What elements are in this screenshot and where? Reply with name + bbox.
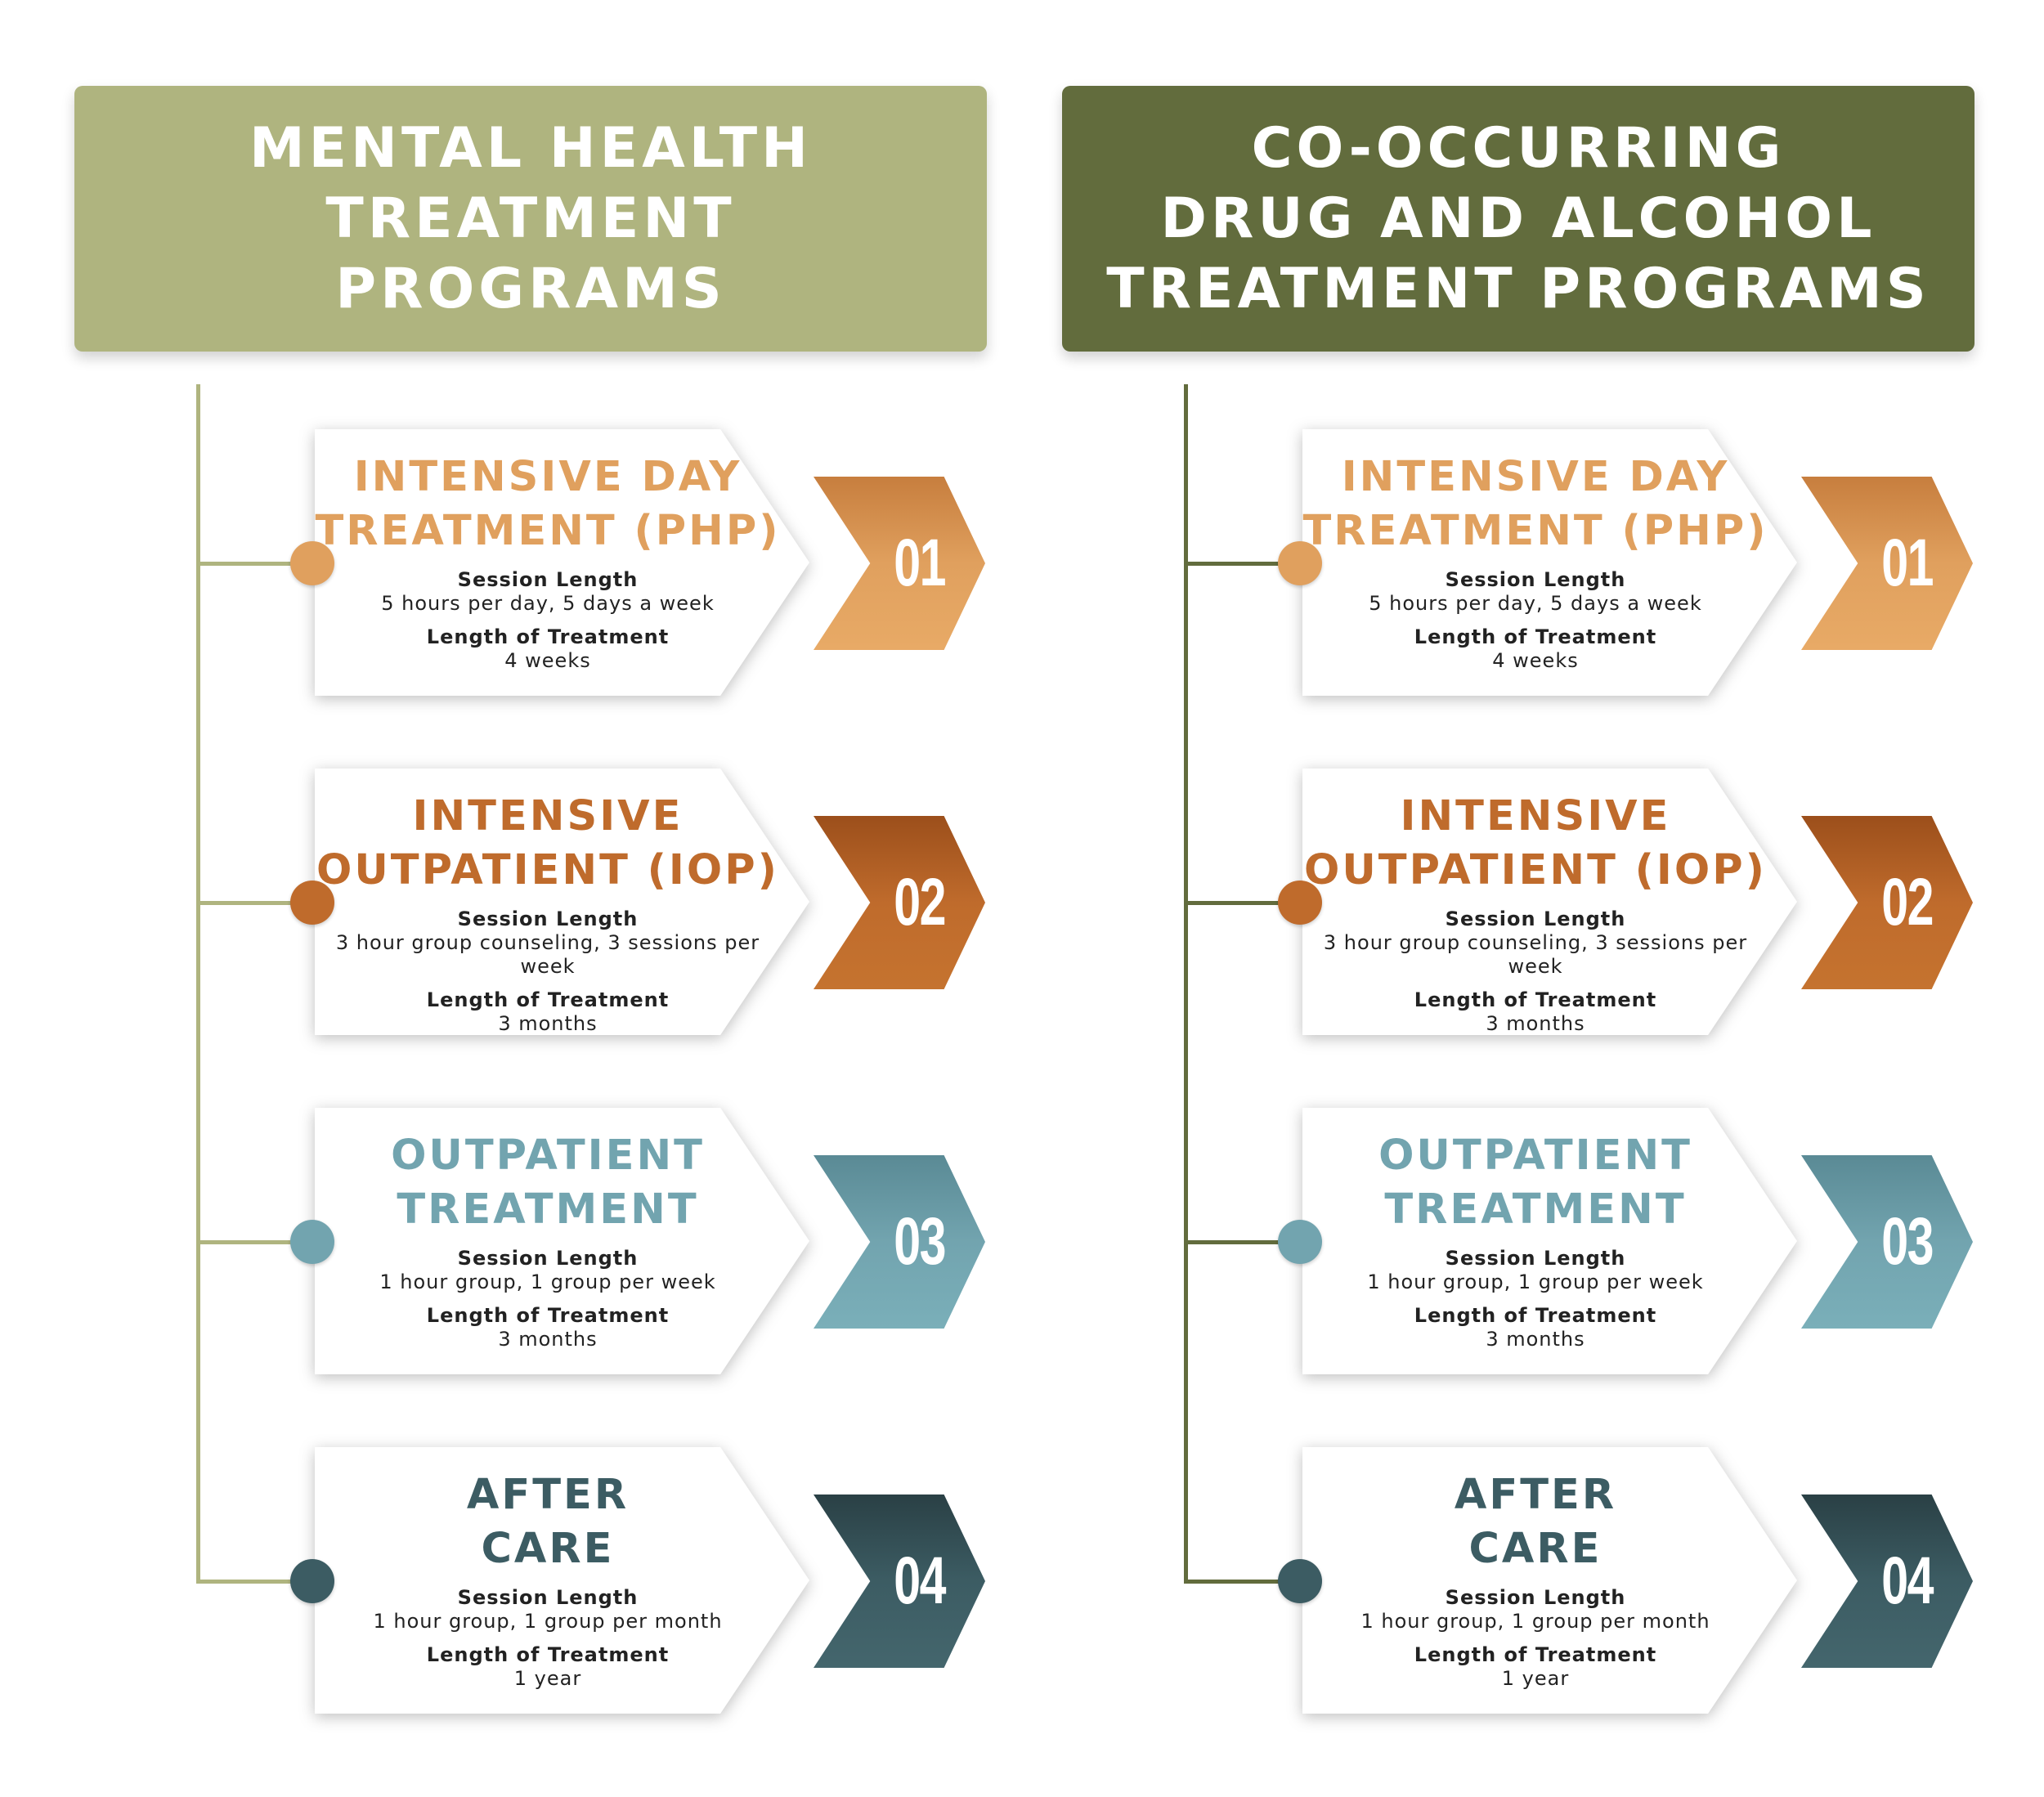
timeline-dot xyxy=(290,541,334,585)
treatment-length-label: Length of Treatment xyxy=(1414,625,1657,648)
step-number: 01 xyxy=(1881,526,1934,600)
step-number: 01 xyxy=(894,526,947,600)
step-number-chevron: 02 xyxy=(1801,816,1973,989)
treatment-length-value: 1 year xyxy=(1501,1667,1570,1690)
program-title: AFTER CARE xyxy=(466,1471,630,1573)
branch-connector xyxy=(1184,1580,1298,1584)
timeline-dot xyxy=(1278,541,1322,585)
step-number-chevron: 01 xyxy=(814,477,985,650)
step-number-chevron: 01 xyxy=(1801,477,1973,650)
branch-connector xyxy=(1184,562,1298,566)
program-step-3: OUTPATIENT TREATMENT Session Length 1 ho… xyxy=(988,1108,1985,1378)
program-title: AFTER CARE xyxy=(1454,1471,1617,1573)
program-title: INTENSIVE OUTPATIENT (IOP) xyxy=(1304,792,1767,894)
program-card: OUTPATIENT TREATMENT Session Length 1 ho… xyxy=(315,1108,809,1374)
timeline-dot xyxy=(1278,881,1322,925)
treatment-length-value: 3 months xyxy=(1486,1328,1585,1351)
session-length-label: Session Length xyxy=(1445,1247,1626,1270)
step-number: 02 xyxy=(894,865,947,939)
session-length-value: 3 hour group counseling, 3 sessions per … xyxy=(335,931,760,978)
program-step-4: AFTER CARE Session Length 1 hour group, … xyxy=(988,1447,1985,1717)
branch-connector xyxy=(196,901,311,905)
session-length-label: Session Length xyxy=(457,907,639,930)
session-length-value: 1 hour group, 1 group per week xyxy=(1367,1270,1704,1293)
session-length-value: 3 hour group counseling, 3 sessions per … xyxy=(1323,931,1748,978)
treatment-length-label: Length of Treatment xyxy=(426,625,670,648)
branch-connector xyxy=(1184,901,1298,905)
session-length-value: 1 hour group, 1 group per month xyxy=(1360,1610,1710,1633)
program-step-1: INTENSIVE DAY TREATMENT (PHP) Session Le… xyxy=(0,429,997,699)
step-number: 03 xyxy=(894,1204,947,1279)
step-number: 02 xyxy=(1881,865,1934,939)
timeline-line xyxy=(196,384,200,1580)
header-title: MENTAL HEALTH TREATMENT PROGRAMS xyxy=(249,115,813,321)
treatment-length-value: 3 months xyxy=(498,1012,598,1035)
program-title: INTENSIVE DAY TREATMENT (PHP) xyxy=(1302,453,1768,555)
step-number-chevron: 03 xyxy=(1801,1155,1973,1329)
timeline-dot xyxy=(290,1220,334,1264)
program-step-2: INTENSIVE OUTPATIENT (IOP) Session Lengt… xyxy=(988,769,1985,1038)
timeline-line xyxy=(1184,384,1188,1580)
timeline-dot xyxy=(290,881,334,925)
treatment-length-label: Length of Treatment xyxy=(1414,988,1657,1011)
mental-health-header: MENTAL HEALTH TREATMENT PROGRAMS xyxy=(74,86,987,352)
step-number: 03 xyxy=(1881,1204,1934,1279)
step-number: 04 xyxy=(1881,1544,1934,1618)
step-number-chevron: 04 xyxy=(814,1495,985,1668)
treatment-length-label: Length of Treatment xyxy=(1414,1304,1657,1327)
program-title: INTENSIVE DAY TREATMENT (PHP) xyxy=(315,453,781,555)
treatment-length-label: Length of Treatment xyxy=(1414,1643,1657,1666)
session-length-label: Session Length xyxy=(1445,568,1626,591)
treatment-length-label: Length of Treatment xyxy=(426,988,670,1011)
session-length-label: Session Length xyxy=(457,568,639,591)
step-number-chevron: 03 xyxy=(814,1155,985,1329)
program-title: INTENSIVE OUTPATIENT (IOP) xyxy=(316,792,779,894)
step-number-chevron: 02 xyxy=(814,816,985,989)
session-length-label: Session Length xyxy=(457,1586,639,1609)
program-step-3: OUTPATIENT TREATMENT Session Length 1 ho… xyxy=(0,1108,997,1378)
program-title: OUTPATIENT TREATMENT xyxy=(391,1132,705,1234)
timeline-dot xyxy=(1278,1220,1322,1264)
header-title: CO-OCCURRING DRUG AND ALCOHOL TREATMENT … xyxy=(1106,115,1930,321)
program-card: OUTPATIENT TREATMENT Session Length 1 ho… xyxy=(1302,1108,1797,1374)
program-step-2: INTENSIVE OUTPATIENT (IOP) Session Lengt… xyxy=(0,769,997,1038)
treatment-length-value: 3 months xyxy=(1486,1012,1585,1035)
treatment-length-value: 4 weeks xyxy=(504,649,591,672)
treatment-length-label: Length of Treatment xyxy=(426,1304,670,1327)
branch-connector xyxy=(1184,1240,1298,1244)
co-occurring-header: CO-OCCURRING DRUG AND ALCOHOL TREATMENT … xyxy=(1062,86,1975,352)
step-number: 04 xyxy=(894,1544,947,1618)
program-step-1: INTENSIVE DAY TREATMENT (PHP) Session Le… xyxy=(988,429,1985,699)
branch-connector xyxy=(196,1580,311,1584)
program-card: AFTER CARE Session Length 1 hour group, … xyxy=(315,1447,809,1714)
step-number-chevron: 04 xyxy=(1801,1495,1973,1668)
session-length-value: 1 hour group, 1 group per month xyxy=(373,1610,723,1633)
timeline-dot xyxy=(1278,1559,1322,1603)
session-length-value: 5 hours per day, 5 days a week xyxy=(381,592,715,615)
program-card: INTENSIVE OUTPATIENT (IOP) Session Lengt… xyxy=(1302,769,1797,1035)
branch-connector xyxy=(196,1240,311,1244)
session-length-value: 5 hours per day, 5 days a week xyxy=(1369,592,1702,615)
program-card: INTENSIVE OUTPATIENT (IOP) Session Lengt… xyxy=(315,769,809,1035)
treatment-length-value: 1 year xyxy=(513,1667,582,1690)
session-length-label: Session Length xyxy=(457,1247,639,1270)
program-card: AFTER CARE Session Length 1 hour group, … xyxy=(1302,1447,1797,1714)
treatment-length-value: 3 months xyxy=(498,1328,598,1351)
co-occurring-column: CO-OCCURRING DRUG AND ALCOHOL TREATMENT … xyxy=(988,0,1975,1797)
session-length-label: Session Length xyxy=(1445,1586,1626,1609)
session-length-label: Session Length xyxy=(1445,907,1626,930)
timeline-dot xyxy=(290,1559,334,1603)
program-title: OUTPATIENT TREATMENT xyxy=(1378,1132,1692,1234)
mental-health-column: MENTAL HEALTH TREATMENT PROGRAMS INTENSI… xyxy=(0,0,987,1797)
branch-connector xyxy=(196,562,311,566)
session-length-value: 1 hour group, 1 group per week xyxy=(379,1270,716,1293)
treatment-length-value: 4 weeks xyxy=(1492,649,1579,672)
treatment-length-label: Length of Treatment xyxy=(426,1643,670,1666)
program-card: INTENSIVE DAY TREATMENT (PHP) Session Le… xyxy=(1302,429,1797,696)
program-step-4: AFTER CARE Session Length 1 hour group, … xyxy=(0,1447,997,1717)
program-card: INTENSIVE DAY TREATMENT (PHP) Session Le… xyxy=(315,429,809,696)
